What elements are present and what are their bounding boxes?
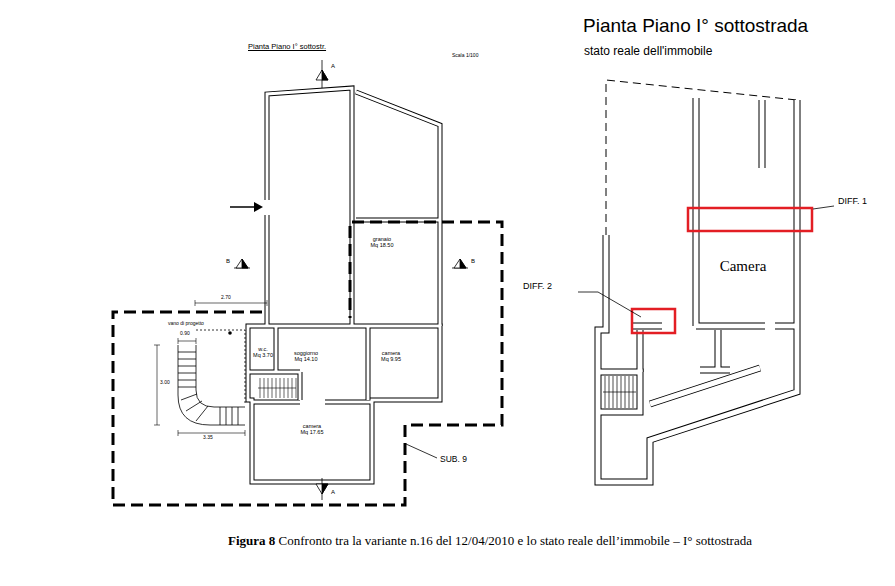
dimension: 3.35 bbox=[203, 435, 213, 441]
section-markers bbox=[322, 484, 328, 494]
dimension-lines bbox=[178, 338, 196, 344]
room-area: Mq 9.95 bbox=[381, 356, 401, 362]
entry-arrow bbox=[254, 202, 263, 212]
room-label: cameraMq 9.95 bbox=[372, 347, 410, 365]
section-markers bbox=[460, 259, 466, 268]
section-markers bbox=[316, 70, 328, 80]
plan-title: Pianta Piano I° sottostr. bbox=[248, 43, 326, 51]
external-stair bbox=[181, 394, 208, 421]
entry-arrow bbox=[230, 202, 263, 212]
stair-treads bbox=[258, 378, 296, 398]
stair-treads bbox=[603, 392, 636, 393]
room-name: w.c. bbox=[258, 346, 267, 352]
room-label: soggiornoMq 14.10 bbox=[284, 347, 328, 365]
room-area: Mq 14.10 bbox=[295, 356, 318, 362]
caption-body: Confronto tra la variante n.16 del 12/04… bbox=[275, 533, 752, 548]
sub-label: SUB. 9 bbox=[440, 455, 467, 464]
dimension: 0.90 bbox=[180, 331, 190, 337]
section-markers bbox=[454, 259, 466, 268]
external-stair bbox=[178, 330, 245, 425]
room-area: Mq 18.50 bbox=[371, 242, 394, 248]
difference-box bbox=[688, 208, 812, 231]
section-mark: B bbox=[471, 258, 475, 265]
room-name: Camera bbox=[720, 258, 767, 275]
external-stair bbox=[220, 407, 238, 425]
leader-line bbox=[813, 206, 834, 209]
room-label: cameraMq 17.65 bbox=[290, 420, 334, 438]
sub-leader bbox=[406, 444, 437, 458]
section-mark: A bbox=[331, 489, 335, 496]
wall-outline bbox=[248, 88, 440, 482]
plan-subtitle: stato reale dell'immobile bbox=[584, 45, 712, 58]
wall-outline bbox=[598, 98, 797, 482]
external-stair bbox=[228, 331, 232, 335]
room-label: Camera bbox=[708, 256, 778, 278]
section-markers bbox=[242, 259, 248, 268]
room-name: granaio bbox=[373, 236, 391, 242]
callout-label: DIFF. 2 bbox=[523, 282, 552, 292]
leader-line bbox=[578, 292, 641, 317]
external-stair bbox=[196, 330, 245, 405]
sub-boundary bbox=[113, 222, 502, 505]
figure-number: Figura 8 bbox=[228, 533, 275, 548]
difference-box bbox=[632, 309, 675, 333]
stair-treads bbox=[258, 388, 296, 389]
plan-title: Pianta Piano I° sottostrada bbox=[583, 16, 808, 37]
left-plan bbox=[113, 60, 502, 505]
room-area: Mq 17.65 bbox=[301, 429, 324, 435]
room-area: Mq 3.70 bbox=[253, 352, 273, 358]
dimension-lines bbox=[154, 345, 160, 425]
wall-fill bbox=[598, 98, 797, 482]
callout-label: DIFF. 1 bbox=[838, 197, 867, 207]
dashed-outline bbox=[606, 80, 797, 235]
room-name: camera bbox=[382, 350, 400, 356]
dimension: 3.00 bbox=[160, 380, 170, 386]
room-label: w.c.Mq 3.70 bbox=[251, 343, 275, 361]
external-stair bbox=[196, 345, 245, 407]
room-label: granaioMq 18.50 bbox=[362, 232, 402, 252]
scale-note: Scala 1/100 bbox=[452, 53, 478, 59]
section-markers bbox=[316, 484, 328, 494]
room-name: soggiorno bbox=[294, 350, 318, 356]
entry-arrow bbox=[230, 206, 256, 208]
area-label: vano di progetto bbox=[168, 321, 204, 327]
section-markers bbox=[322, 70, 328, 80]
section-mark: A bbox=[331, 63, 335, 70]
right-plan bbox=[578, 80, 834, 482]
section-markers bbox=[236, 259, 248, 268]
room-name: camera bbox=[303, 423, 321, 429]
figure-caption: Figura 8 Confronto tra la variante n.16 … bbox=[170, 530, 810, 553]
stair-treads bbox=[603, 376, 636, 408]
wall-fill bbox=[248, 88, 440, 482]
section-mark: B bbox=[226, 258, 230, 265]
dimension-lines bbox=[195, 300, 267, 306]
dimension: 2.70 bbox=[221, 295, 231, 301]
external-stair bbox=[178, 352, 196, 387]
external-stair bbox=[178, 345, 245, 425]
dimension-lines bbox=[154, 300, 267, 436]
